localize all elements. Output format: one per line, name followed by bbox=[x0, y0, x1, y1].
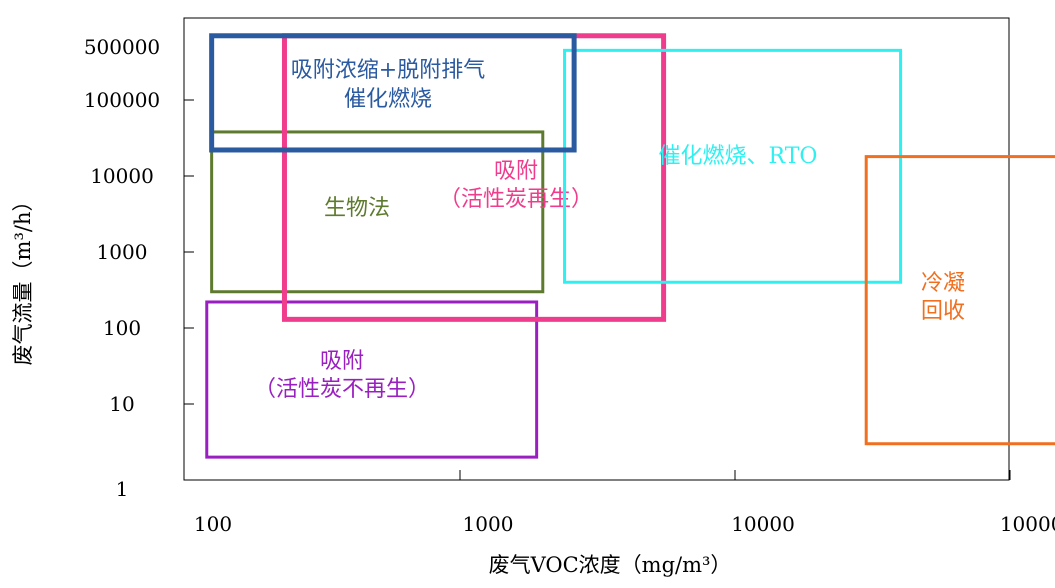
y-tick-label: 10 bbox=[109, 392, 134, 416]
region-label-adsorption-regen: （活性炭再生） bbox=[439, 187, 593, 212]
region-catalytic-rto bbox=[563, 48, 903, 284]
y-axis-title: 废气流量（m³/h） bbox=[11, 191, 35, 366]
region-label-condensation: 冷凝 bbox=[921, 271, 965, 296]
y-tick-label: 100 bbox=[103, 316, 141, 340]
x-tick-label: 100 bbox=[194, 512, 232, 536]
region-concentration-catalytic bbox=[209, 33, 577, 153]
region-label-condensation: 回收 bbox=[921, 299, 965, 324]
region-biological bbox=[210, 130, 545, 294]
x-tick-label: 10000 bbox=[731, 512, 795, 536]
region-label-concentration-catalytic: 催化燃烧 bbox=[344, 87, 432, 112]
region-adsorption-nonregen bbox=[205, 300, 539, 459]
y-tick-label: 100000 bbox=[84, 88, 160, 112]
region-label-catalytic-rto: 催化燃烧、RTO bbox=[659, 144, 818, 169]
x-axis-title: 废气VOC浓度（mg/m³） bbox=[489, 553, 732, 577]
regions-layer: 吸附（活性炭不再生）生物法吸附（活性炭再生）催化燃烧、RTO冷凝回收吸附浓缩+脱… bbox=[205, 33, 1055, 459]
y-axis-ticks: 1 10 100 1000 10000 100000 500000 bbox=[84, 35, 194, 501]
x-tick-label: 1000 bbox=[463, 512, 514, 536]
y-tick-label: 1 bbox=[116, 477, 129, 501]
region-label-concentration-catalytic: 吸附浓缩+脱附排气 bbox=[291, 58, 485, 83]
y-tick-label: 500000 bbox=[84, 35, 160, 59]
x-tick-label: 100000 bbox=[1000, 512, 1055, 536]
y-tick-label: 1000 bbox=[97, 240, 148, 264]
plot-frame bbox=[183, 17, 1010, 481]
y-tick-label: 10000 bbox=[90, 164, 154, 188]
region-label-adsorption-regen: 吸附 bbox=[494, 159, 538, 184]
region-label-biological: 生物法 bbox=[324, 196, 390, 221]
region-condensation bbox=[864, 155, 1055, 446]
x-axis-ticks: 100 1000 10000 100000 bbox=[194, 470, 1055, 536]
region-label-adsorption-nonregen: （活性炭不再生） bbox=[254, 377, 430, 402]
region-label-adsorption-nonregen: 吸附 bbox=[320, 349, 364, 374]
